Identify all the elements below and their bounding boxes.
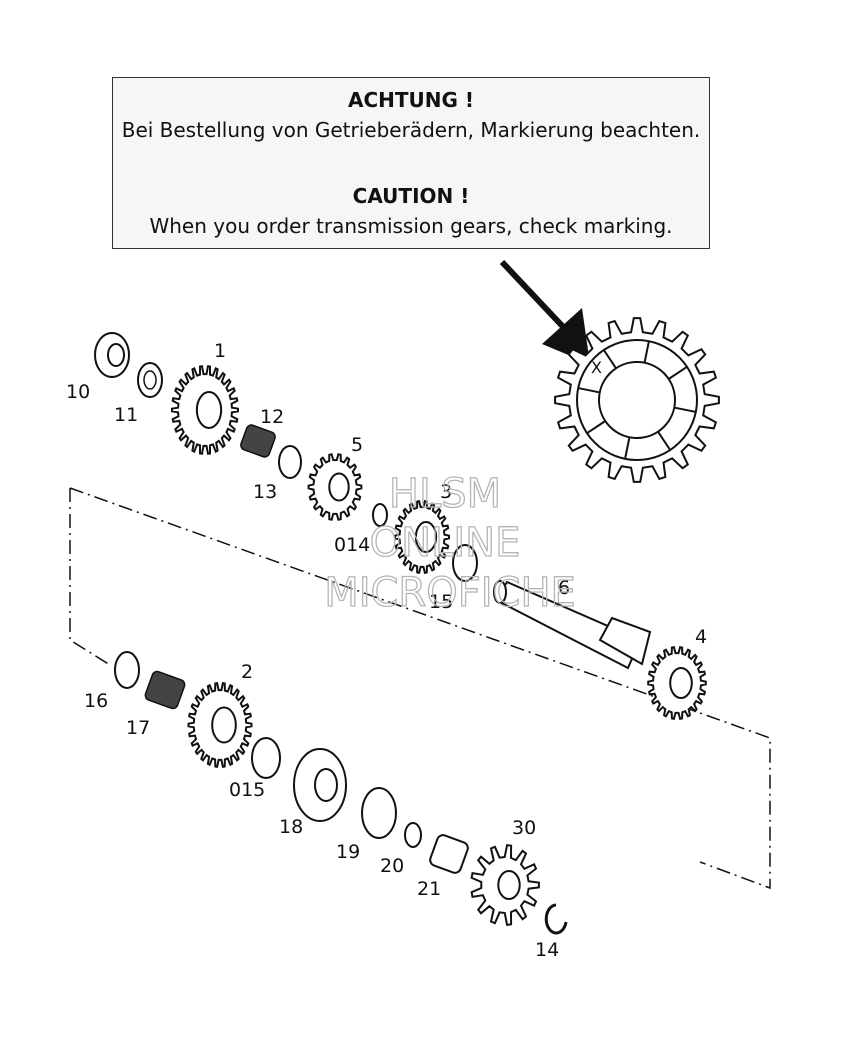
gear-shaft xyxy=(493,580,652,670)
label-30: 30 xyxy=(512,817,536,839)
bush-21 xyxy=(429,834,469,874)
label-16: 16 xyxy=(84,690,108,712)
label-17: 17 xyxy=(126,717,150,739)
detail-gear-spline-line xyxy=(577,387,600,394)
pointer-arrow xyxy=(499,259,590,364)
detail-gear-spline-line xyxy=(624,437,631,460)
washer-13 xyxy=(278,445,302,479)
caution-notice-box: ACHTUNG ! Bei Bestellung von Getrieberäd… xyxy=(112,77,710,249)
detail-gear-spline-line xyxy=(657,431,671,451)
detail-gear-marking: X xyxy=(554,317,720,483)
washer-16 xyxy=(114,651,140,689)
washer-015 xyxy=(251,737,281,779)
needle-bearing-17 xyxy=(144,670,186,710)
gear-1-hub xyxy=(195,391,223,429)
circlip-14 xyxy=(544,903,568,935)
label-6: 6 xyxy=(558,577,570,599)
notice-german-heading: ACHTUNG ! xyxy=(347,88,474,112)
label-4: 4 xyxy=(695,626,707,648)
label-014: 014 xyxy=(334,534,370,556)
detail-gear-bore xyxy=(598,361,676,439)
watermark-line-2: ONLINE xyxy=(370,520,521,566)
label-5: 5 xyxy=(351,434,363,456)
gear-3-hub xyxy=(414,521,438,553)
label-1: 1 xyxy=(214,340,226,362)
label-18: 18 xyxy=(279,816,303,838)
label-015: 015 xyxy=(229,779,265,801)
detail-gear-spline-line xyxy=(668,366,688,380)
gear-2-hub xyxy=(211,706,237,744)
label-10: 10 xyxy=(66,381,90,403)
sprocket-30-hub xyxy=(497,870,521,900)
needle-bearing-12 xyxy=(240,424,276,458)
detail-gear-inner-ring xyxy=(576,339,698,461)
label-11: 11 xyxy=(114,404,138,426)
watermark-line-1: HLSM xyxy=(389,471,501,517)
watermark-line-3: MICROFICHE xyxy=(324,570,576,616)
label-21: 21 xyxy=(417,878,441,900)
label-2: 2 xyxy=(241,661,253,683)
label-19: 19 xyxy=(336,841,360,863)
gear-4-hub xyxy=(669,667,693,699)
circlip-014 xyxy=(372,503,388,527)
notice-german-text: Bei Bestellung von Getrieberädern, Marki… xyxy=(121,118,701,142)
detail-gear-spline-line xyxy=(674,406,697,413)
shaft-end xyxy=(493,580,507,604)
shaft-spline xyxy=(598,616,652,666)
bearing-18-bore xyxy=(314,768,338,802)
notice-english-heading: CAUTION ! xyxy=(352,184,470,208)
assembly-outline xyxy=(69,487,771,890)
detail-gear-spline-line xyxy=(603,349,617,369)
washer-15 xyxy=(452,544,478,582)
label-15: 15 xyxy=(429,591,453,613)
detail-gear-spline-line xyxy=(643,340,650,363)
label-13: 13 xyxy=(253,481,277,503)
o-ring-20 xyxy=(404,822,422,848)
detail-gear-marking-label: X xyxy=(591,358,602,377)
bearing-10-bore xyxy=(107,343,125,367)
washer-11-bore xyxy=(143,370,157,390)
gear-5-hub xyxy=(328,472,350,502)
label-12: 12 xyxy=(260,406,284,428)
detail-gear-spline-line xyxy=(586,420,606,434)
label-14: 14 xyxy=(535,939,559,961)
label-20: 20 xyxy=(380,855,404,877)
seal-19 xyxy=(361,787,397,839)
label-3: 3 xyxy=(440,481,452,503)
notice-english-text: When you order transmission gears, check… xyxy=(149,214,673,238)
